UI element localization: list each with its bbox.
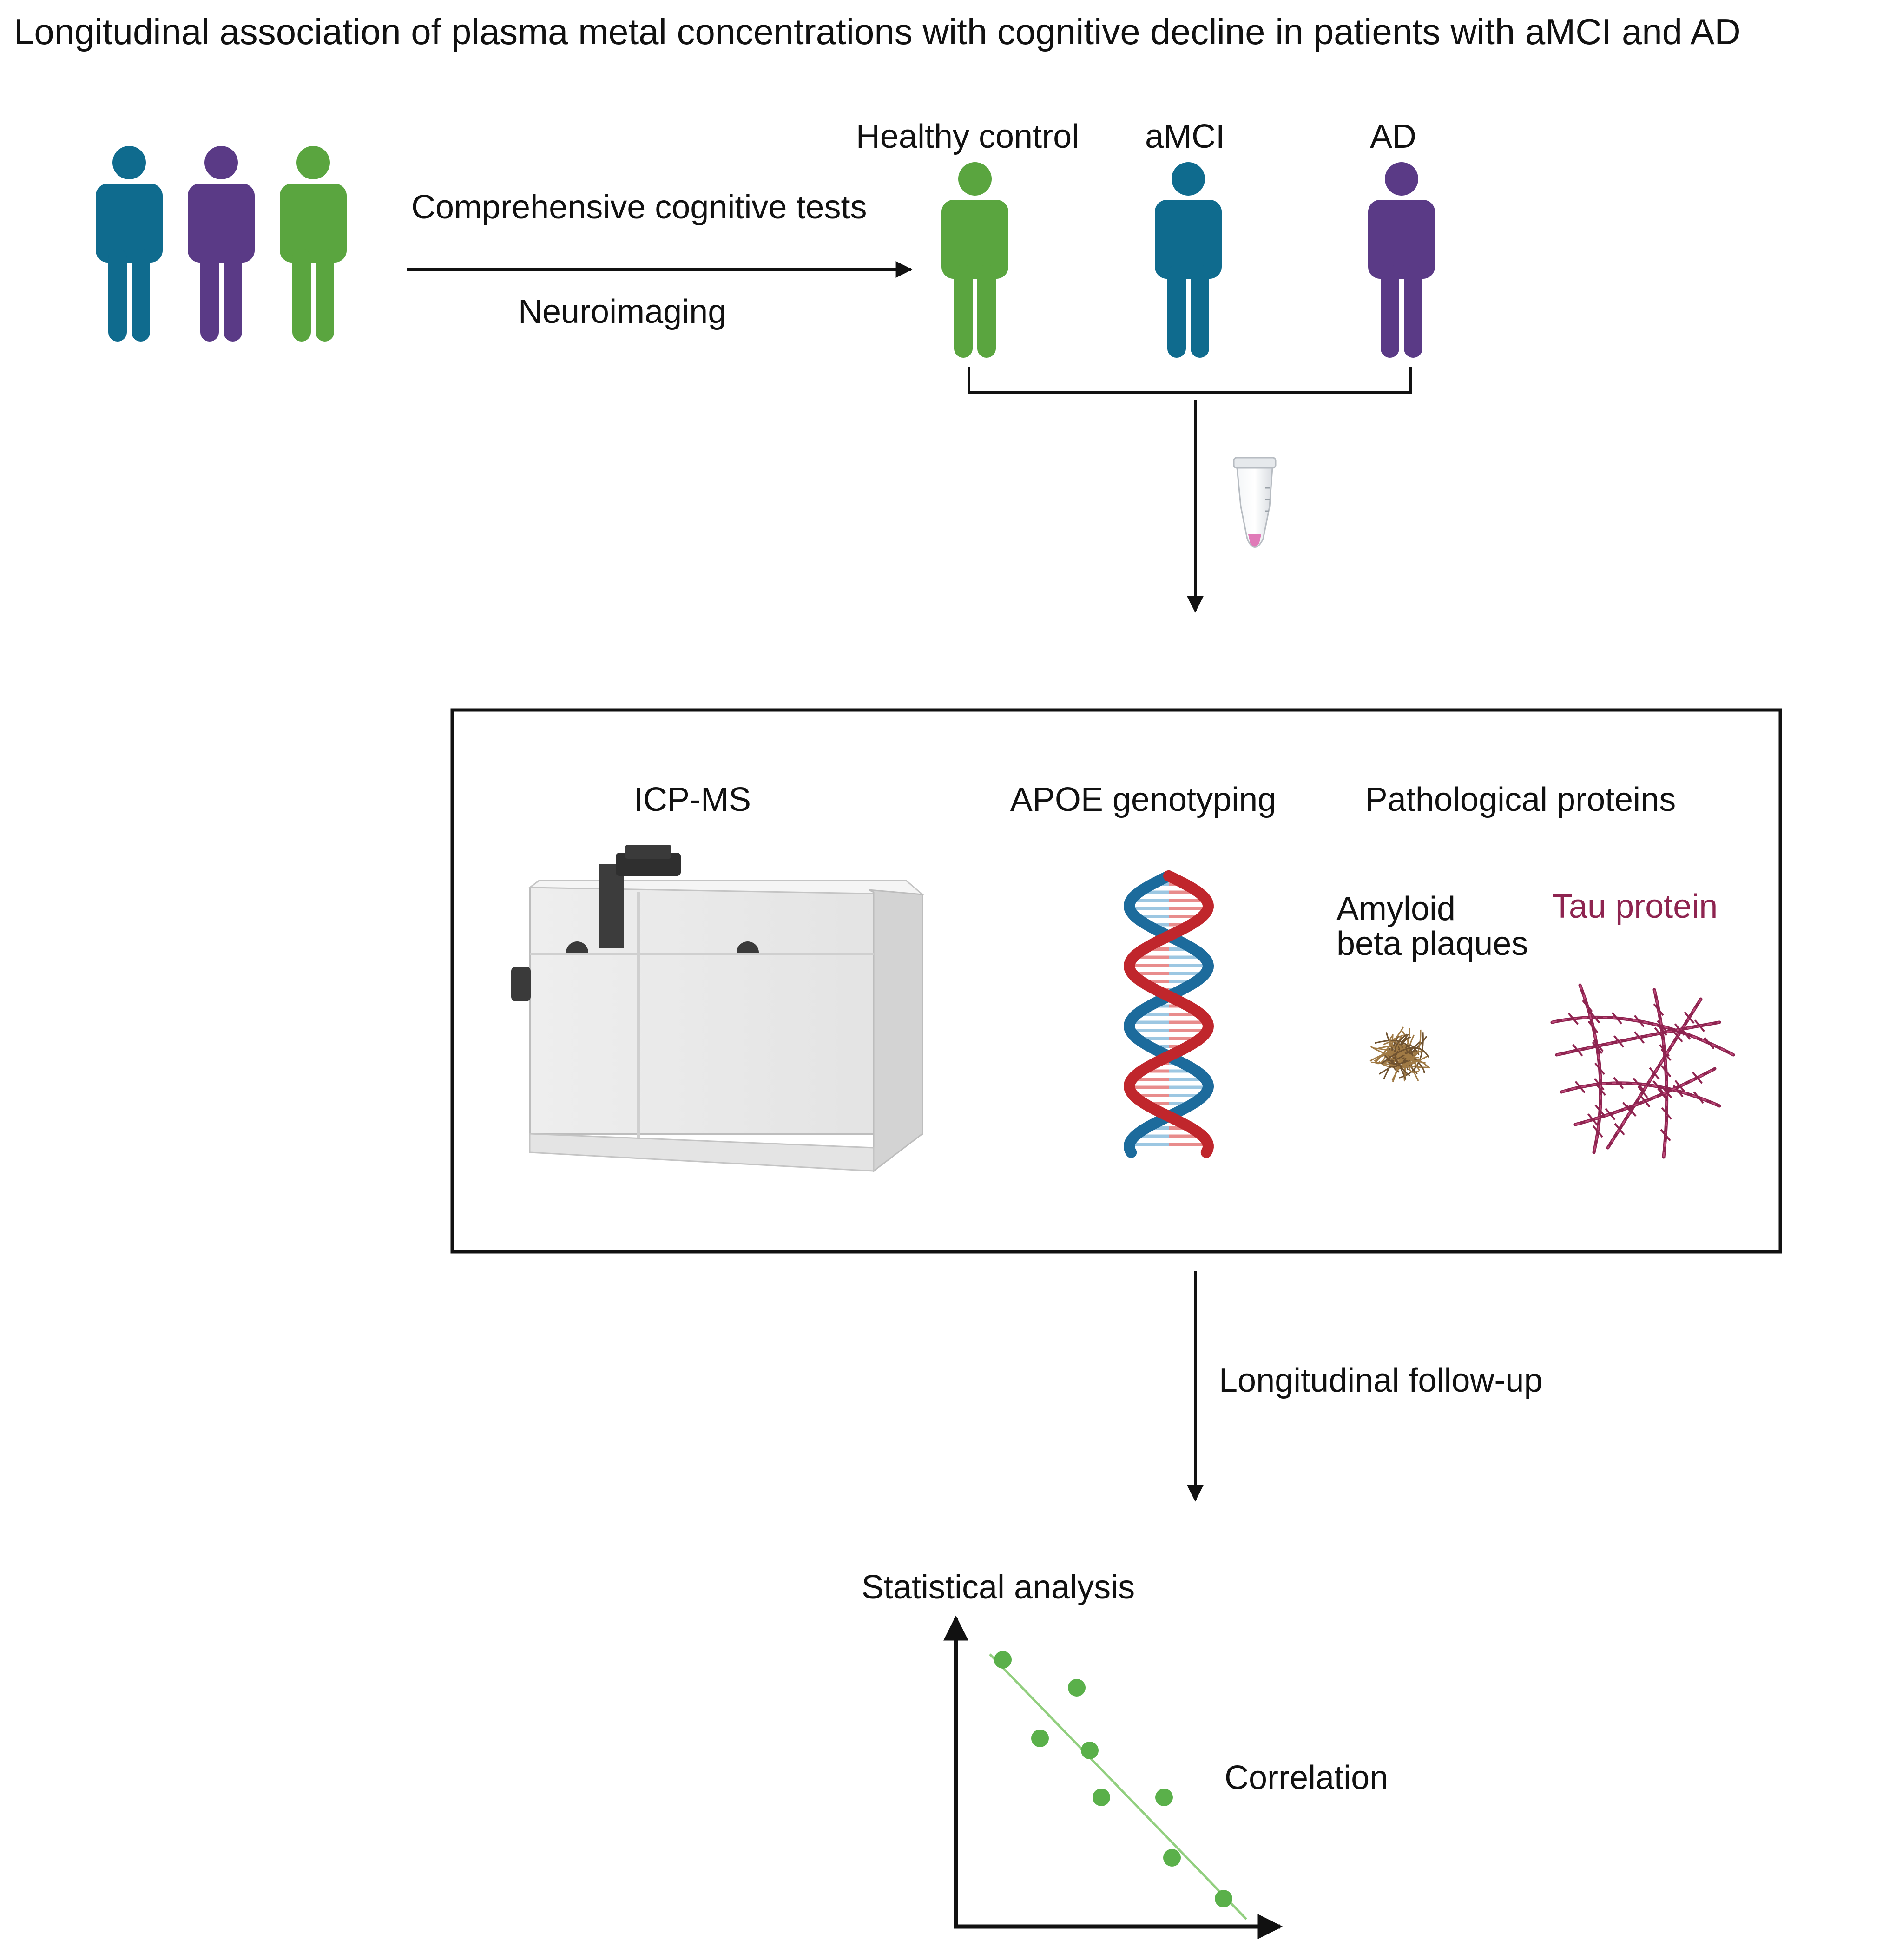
label-pathological-proteins: Pathological proteins (1365, 781, 1676, 818)
group-amci: aMCI (1145, 118, 1225, 358)
person-amci-icon (1155, 162, 1222, 358)
diagram-title: Longitudinal association of plasma metal… (14, 11, 1741, 52)
population-icons (96, 146, 347, 342)
scatter-point (1155, 1789, 1173, 1806)
label-beta-plaques: beta plaques (1336, 925, 1528, 962)
group-bracket (968, 367, 1412, 394)
scatter-plot-icon (943, 1615, 1283, 1939)
scatter-point (1031, 1730, 1049, 1747)
label-correlation: Correlation (1224, 1759, 1388, 1796)
tau-protein-icon (1550, 983, 1735, 1159)
scatter-point (994, 1651, 1012, 1669)
label-tau-protein: Tau protein (1552, 888, 1718, 925)
scatter-point (1081, 1742, 1099, 1759)
group-label-amci: aMCI (1145, 118, 1225, 155)
arrow-label-neuroimaging: Neuroimaging (518, 293, 726, 330)
scatter-point (1093, 1789, 1110, 1806)
person-blue-icon (96, 146, 163, 342)
label-icp-ms: ICP-MS (634, 781, 751, 818)
scatter-point (1163, 1849, 1181, 1867)
analysis-box (450, 708, 1782, 1254)
scatter-point (1215, 1890, 1232, 1907)
plasma-tube-icon (1233, 457, 1277, 548)
scatter-point (1068, 1679, 1086, 1697)
group-healthy-control: Healthy control (856, 118, 1079, 358)
label-apoe-genotyping: APOE genotyping (1010, 781, 1276, 818)
icp-ms-machine-icon (511, 845, 925, 1173)
arrow-label-cognitive-tests: Comprehensive cognitive tests (411, 189, 867, 226)
group-ad: AD (1368, 118, 1435, 358)
label-statistical-analysis: Statistical analysis (862, 1569, 1135, 1606)
group-label-healthy-control: Healthy control (856, 118, 1079, 155)
person-ad-icon (1368, 162, 1435, 358)
trend-line (989, 1653, 1247, 1920)
label-longitudinal-follow-up: Longitudinal follow-up (1219, 1362, 1542, 1399)
person-purple-icon (188, 146, 255, 342)
group-label-ad: AD (1370, 118, 1416, 155)
person-healthy-icon (941, 162, 1008, 358)
amyloid-plaque-icon (1369, 1026, 1430, 1083)
person-green-icon (280, 146, 347, 342)
label-amyloid: Amyloid (1336, 890, 1455, 927)
dna-helix-icon (1123, 870, 1214, 1158)
